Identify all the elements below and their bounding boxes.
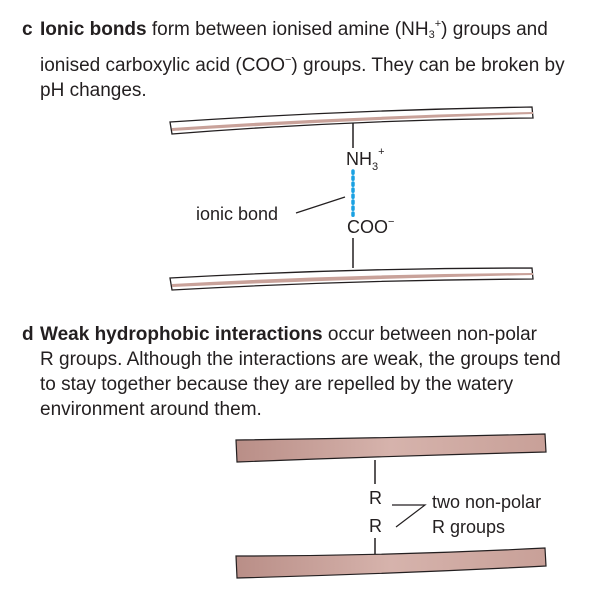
- text-d-line3: to stay together because they are repell…: [40, 374, 514, 395]
- section-letter-d: d: [22, 324, 34, 345]
- section-letter-c: c: [22, 19, 33, 40]
- text-c-line3: pH changes.: [40, 80, 147, 101]
- text-c-line2-sup: −: [284, 54, 292, 66]
- text-c-line1a: form between ionised amine (NH: [146, 19, 429, 40]
- coo-label: COO−: [347, 216, 394, 237]
- r-group-bottom: R: [369, 516, 382, 536]
- text-d-line4: environment around them.: [40, 399, 262, 420]
- r-groups-label-line1: two non-polar: [432, 492, 541, 512]
- text-c-line2b: ) groups. They can be broken by: [291, 55, 565, 76]
- bottom-polypeptide-chain: [169, 267, 534, 291]
- paragraph-hydrophobic-interactions: d Weak hydrophobic interactions occur bet…: [22, 322, 592, 422]
- top-hydrophobic-chain: [235, 433, 547, 463]
- nh3-label: NH3+: [346, 146, 385, 173]
- r-group-top: R: [369, 488, 382, 508]
- bottom-hydrophobic-chain: [235, 547, 547, 579]
- ionic-bond-pointer-line: [295, 196, 346, 214]
- text-c-line1b: ) groups and: [441, 19, 548, 40]
- r-groups-label-line2: R groups: [432, 517, 505, 537]
- r-groups-pointer-line: [392, 504, 427, 528]
- text-d-line1: occur between non-polar: [322, 324, 538, 345]
- text-d-line2: R groups. Although the interactions are …: [40, 349, 561, 370]
- text-c-line1-sup: +: [434, 18, 442, 30]
- heading-hydrophobic-interactions: Weak hydrophobic interactions: [40, 324, 323, 345]
- ionic-bond-label: ionic bond: [196, 204, 278, 224]
- ionic-bond-diagram: NH3+ ionic bond COO−: [169, 106, 534, 291]
- top-polypeptide-chain: [169, 106, 534, 135]
- text-c-line2a: ionised carboxylic acid (COO: [40, 55, 285, 76]
- paragraph-ionic-bonds: c Ionic bonds form between ionised amine …: [22, 12, 592, 103]
- heading-ionic-bonds: Ionic bonds: [40, 19, 147, 40]
- text-c-line1-sub: 3: [428, 29, 435, 41]
